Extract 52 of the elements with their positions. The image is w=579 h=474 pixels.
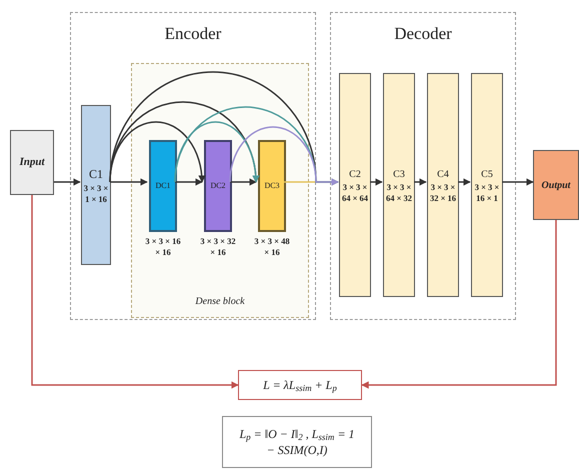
dimension-text: 3 × 3 × 32 × 16: [199, 236, 237, 258]
conv-layer: [471, 73, 503, 297]
dimension-text: 3 × 3 × 16 × 16: [144, 236, 182, 258]
block-label: Output: [542, 178, 570, 192]
conv-layer: [383, 73, 415, 297]
arrow: [110, 178, 148, 186]
arrow: [414, 178, 427, 186]
dimension-text: 3 × 3 × 64 × 32: [384, 182, 414, 204]
dimension-text: 3 × 3 × 32 × 16: [428, 182, 458, 204]
input-box: [10, 130, 54, 195]
layer-label: C5: [481, 168, 493, 182]
dimension-text: 3 × 3 × 64 × 64: [340, 182, 370, 204]
formula-box: [222, 416, 372, 468]
layer-label: DC3: [264, 180, 280, 192]
arrow: [458, 178, 471, 186]
arrow: [109, 121, 206, 183]
arrow: [174, 121, 260, 183]
dense-conv-layer: [258, 140, 286, 232]
arrow: [54, 178, 81, 186]
encoder-panel: [70, 12, 316, 320]
arrow: [174, 106, 339, 186]
loss-box: [238, 370, 362, 400]
conv-layer: [81, 105, 111, 265]
panel-title: Decoder: [394, 23, 452, 45]
layer-label: DC1: [155, 180, 171, 192]
arrow: [229, 126, 339, 186]
layer-label: C2: [349, 168, 361, 182]
decoder-panel: [330, 12, 516, 320]
layer-label: C1: [88, 166, 103, 184]
dense-block-panel: [131, 63, 309, 318]
block-label: Input: [19, 155, 45, 170]
dense-conv-layer: [149, 140, 177, 232]
panel-title: Dense block: [195, 295, 245, 309]
dimension-text: 3 × 3 × 48 × 16: [253, 236, 291, 258]
dimension-text: 3 × 3 × 16 × 1: [474, 182, 500, 204]
arrow: [502, 178, 534, 186]
dense-conv-layer: [204, 140, 232, 232]
conv-layer: [427, 73, 459, 297]
output-box: [533, 150, 579, 220]
formula: L$_{p}$ = ‖O − I‖$_{2}$ , L$_{ssim}$ = 1 − SSIM(O,I): [238, 426, 356, 458]
layer-label: C4: [437, 168, 449, 182]
arrow: [230, 178, 257, 186]
conv-layer: [339, 73, 371, 297]
dimension-text: 3 × 3 × 1 × 16: [82, 183, 110, 205]
arrow: [31, 195, 239, 389]
layer-label: DC2: [210, 180, 226, 192]
arrow: [370, 178, 383, 186]
formula: L = λL$_{ssim}$ + L$_{p}$: [263, 377, 337, 394]
panel-title: Encoder: [164, 23, 222, 45]
arrow: [361, 220, 557, 389]
arrow: [175, 178, 203, 186]
layer-label: C3: [393, 168, 405, 182]
